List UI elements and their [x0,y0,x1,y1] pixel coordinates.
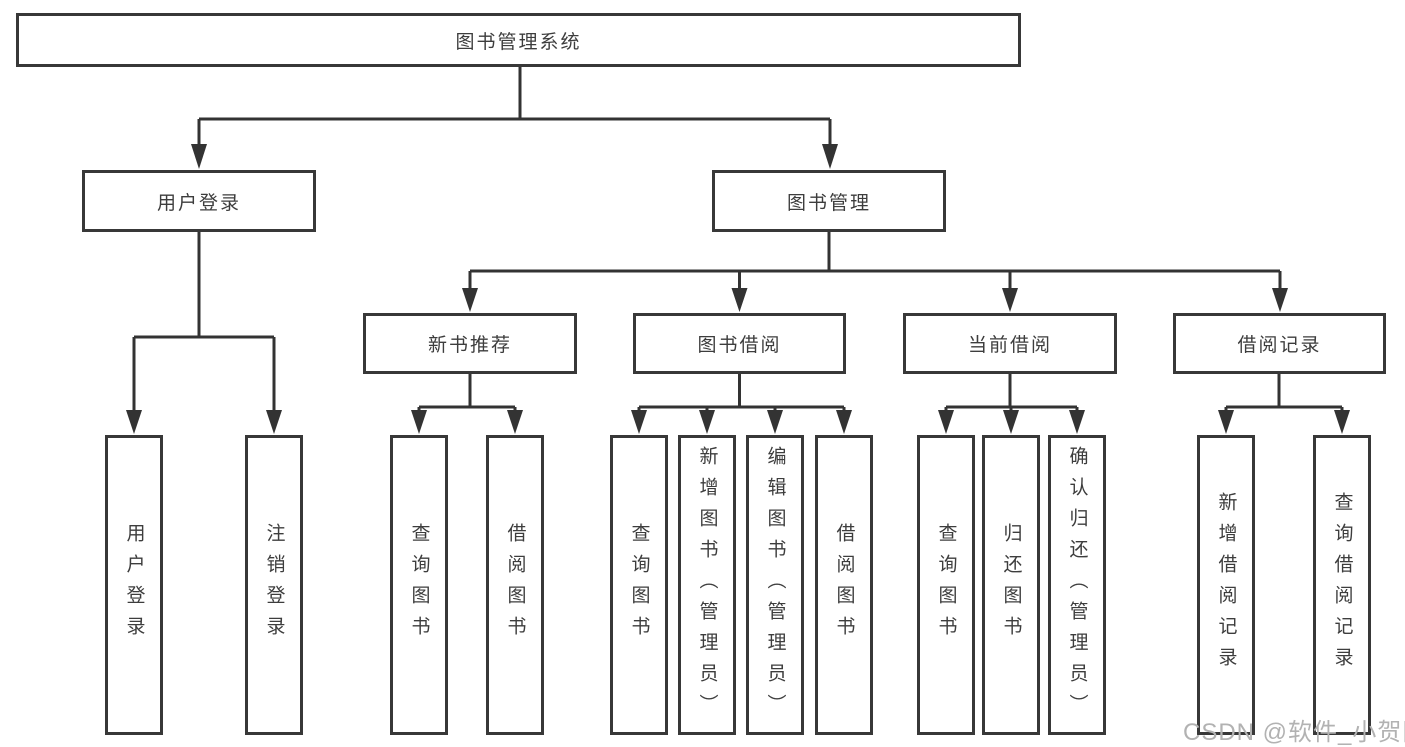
node-borrowing-records: 借阅记录 [1173,313,1386,374]
node-new-book-recommendation: 新书推荐 [363,313,577,374]
node-book-management: 图书管理 [712,170,946,232]
node-user-login-leaf: 用户登录 [105,435,163,735]
node-query-books-recommend: 查询图书 [390,435,448,735]
node-root: 图书管理系统 [16,13,1021,67]
node-book-borrowing: 图书借阅 [633,313,846,374]
csdn-watermark: CSDN @软件_小贺同学 [1183,719,1405,746]
node-add-borrow-record: 新增借阅记录 [1197,435,1255,735]
node-query-borrow-record: 查询借阅记录 [1313,435,1371,735]
arrowhead-icons [126,144,1350,434]
node-confirm-return-admin: 确认归还（管理员） [1048,435,1106,735]
node-edit-books-admin: 编辑图书（管理员） [746,435,804,735]
node-query-books-borrowing: 查询图书 [610,435,668,735]
node-user-login: 用户登录 [82,170,316,232]
node-add-books-admin: 新增图书（管理员） [678,435,736,735]
node-current-borrowing: 当前借阅 [903,313,1117,374]
node-logout-leaf: 注销登录 [245,435,303,735]
node-borrow-books-borrowing: 借阅图书 [815,435,873,735]
node-borrow-books-recommend: 借阅图书 [486,435,544,735]
node-return-books: 归还图书 [982,435,1040,735]
node-query-books-current: 查询图书 [917,435,975,735]
